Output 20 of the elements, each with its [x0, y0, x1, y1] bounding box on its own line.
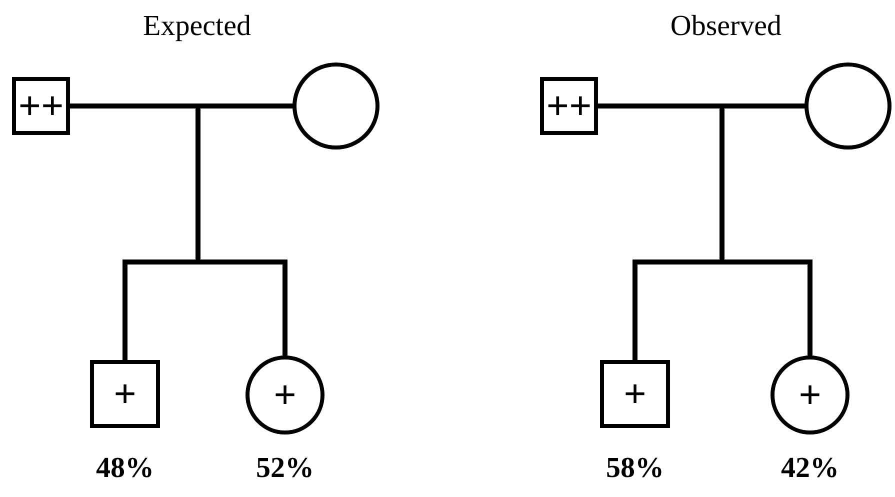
- percentage-label: 58%: [606, 452, 664, 485]
- female-circle: [245, 355, 325, 435]
- male-square: [540, 77, 598, 135]
- genotype-symbol: ++: [546, 86, 592, 126]
- section-title: Expected: [143, 10, 251, 43]
- genotype-symbol: +: [798, 375, 822, 415]
- female-circle: [770, 355, 850, 435]
- genotype-symbol: +: [624, 374, 646, 414]
- male-square: [12, 77, 70, 135]
- female-circle: [292, 62, 380, 150]
- percentage-label: 52%: [256, 452, 314, 485]
- genotype-symbol: +: [114, 374, 136, 414]
- male-square: [600, 360, 670, 428]
- female-circle: [804, 62, 892, 150]
- section-title: Observed: [670, 10, 782, 43]
- percentage-label: 48%: [96, 452, 154, 485]
- genotype-symbol: ++: [18, 86, 64, 126]
- percentage-label: 42%: [781, 452, 839, 485]
- male-square: [90, 360, 160, 428]
- genotype-symbol: +: [274, 375, 296, 415]
